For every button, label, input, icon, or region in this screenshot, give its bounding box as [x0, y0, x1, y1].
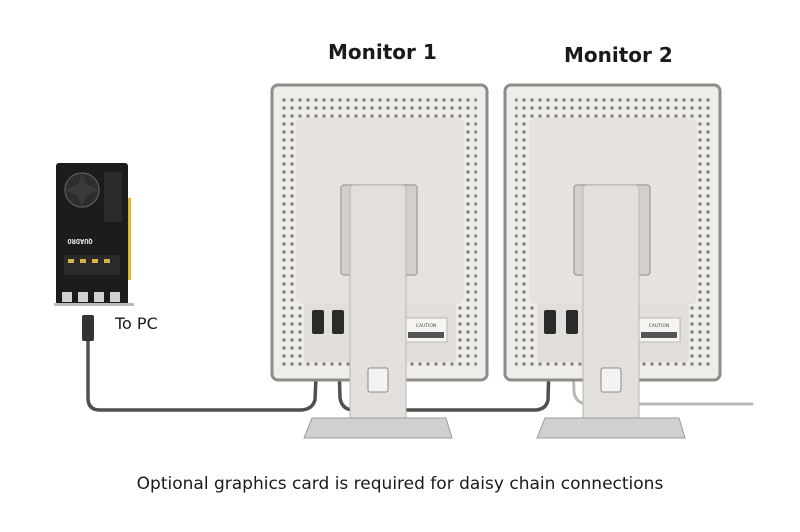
gpu-port	[110, 292, 120, 302]
stand-base	[303, 417, 453, 439]
monitor-1: CAUTION	[270, 83, 489, 439]
gpu-bracket	[126, 198, 131, 280]
to-pc-label: To PC	[115, 314, 158, 333]
dp-connector	[332, 310, 344, 334]
caption: Optional graphics card is required for d…	[136, 474, 664, 494]
monitor-2-label: Monitor 2	[564, 43, 673, 67]
dp-connector	[312, 310, 324, 334]
monitor-2: CAUTION	[503, 83, 722, 439]
gpu-port	[62, 292, 72, 302]
stand-neck	[582, 184, 640, 431]
dp-connector	[566, 310, 578, 334]
gpu-port	[94, 292, 104, 302]
cable-pc-to-monitor1	[86, 328, 320, 412]
cable-connector	[82, 315, 94, 341]
gpu-brand-label: QUADRO	[67, 237, 92, 245]
stand-handle-slot	[367, 367, 389, 393]
caution-sticker: CAUTION	[649, 323, 670, 329]
caution-sticker: CAUTION	[416, 323, 437, 329]
stand-base	[536, 417, 686, 439]
stand-neck	[349, 184, 407, 431]
graphics-card: QUADRO	[54, 163, 134, 306]
stand-handle-slot	[600, 367, 622, 393]
cable-monitor1-to-monitor2	[336, 328, 552, 412]
dp-connector	[544, 310, 556, 334]
monitor-1-label: Monitor 1	[328, 40, 437, 64]
gpu-port	[78, 292, 88, 302]
